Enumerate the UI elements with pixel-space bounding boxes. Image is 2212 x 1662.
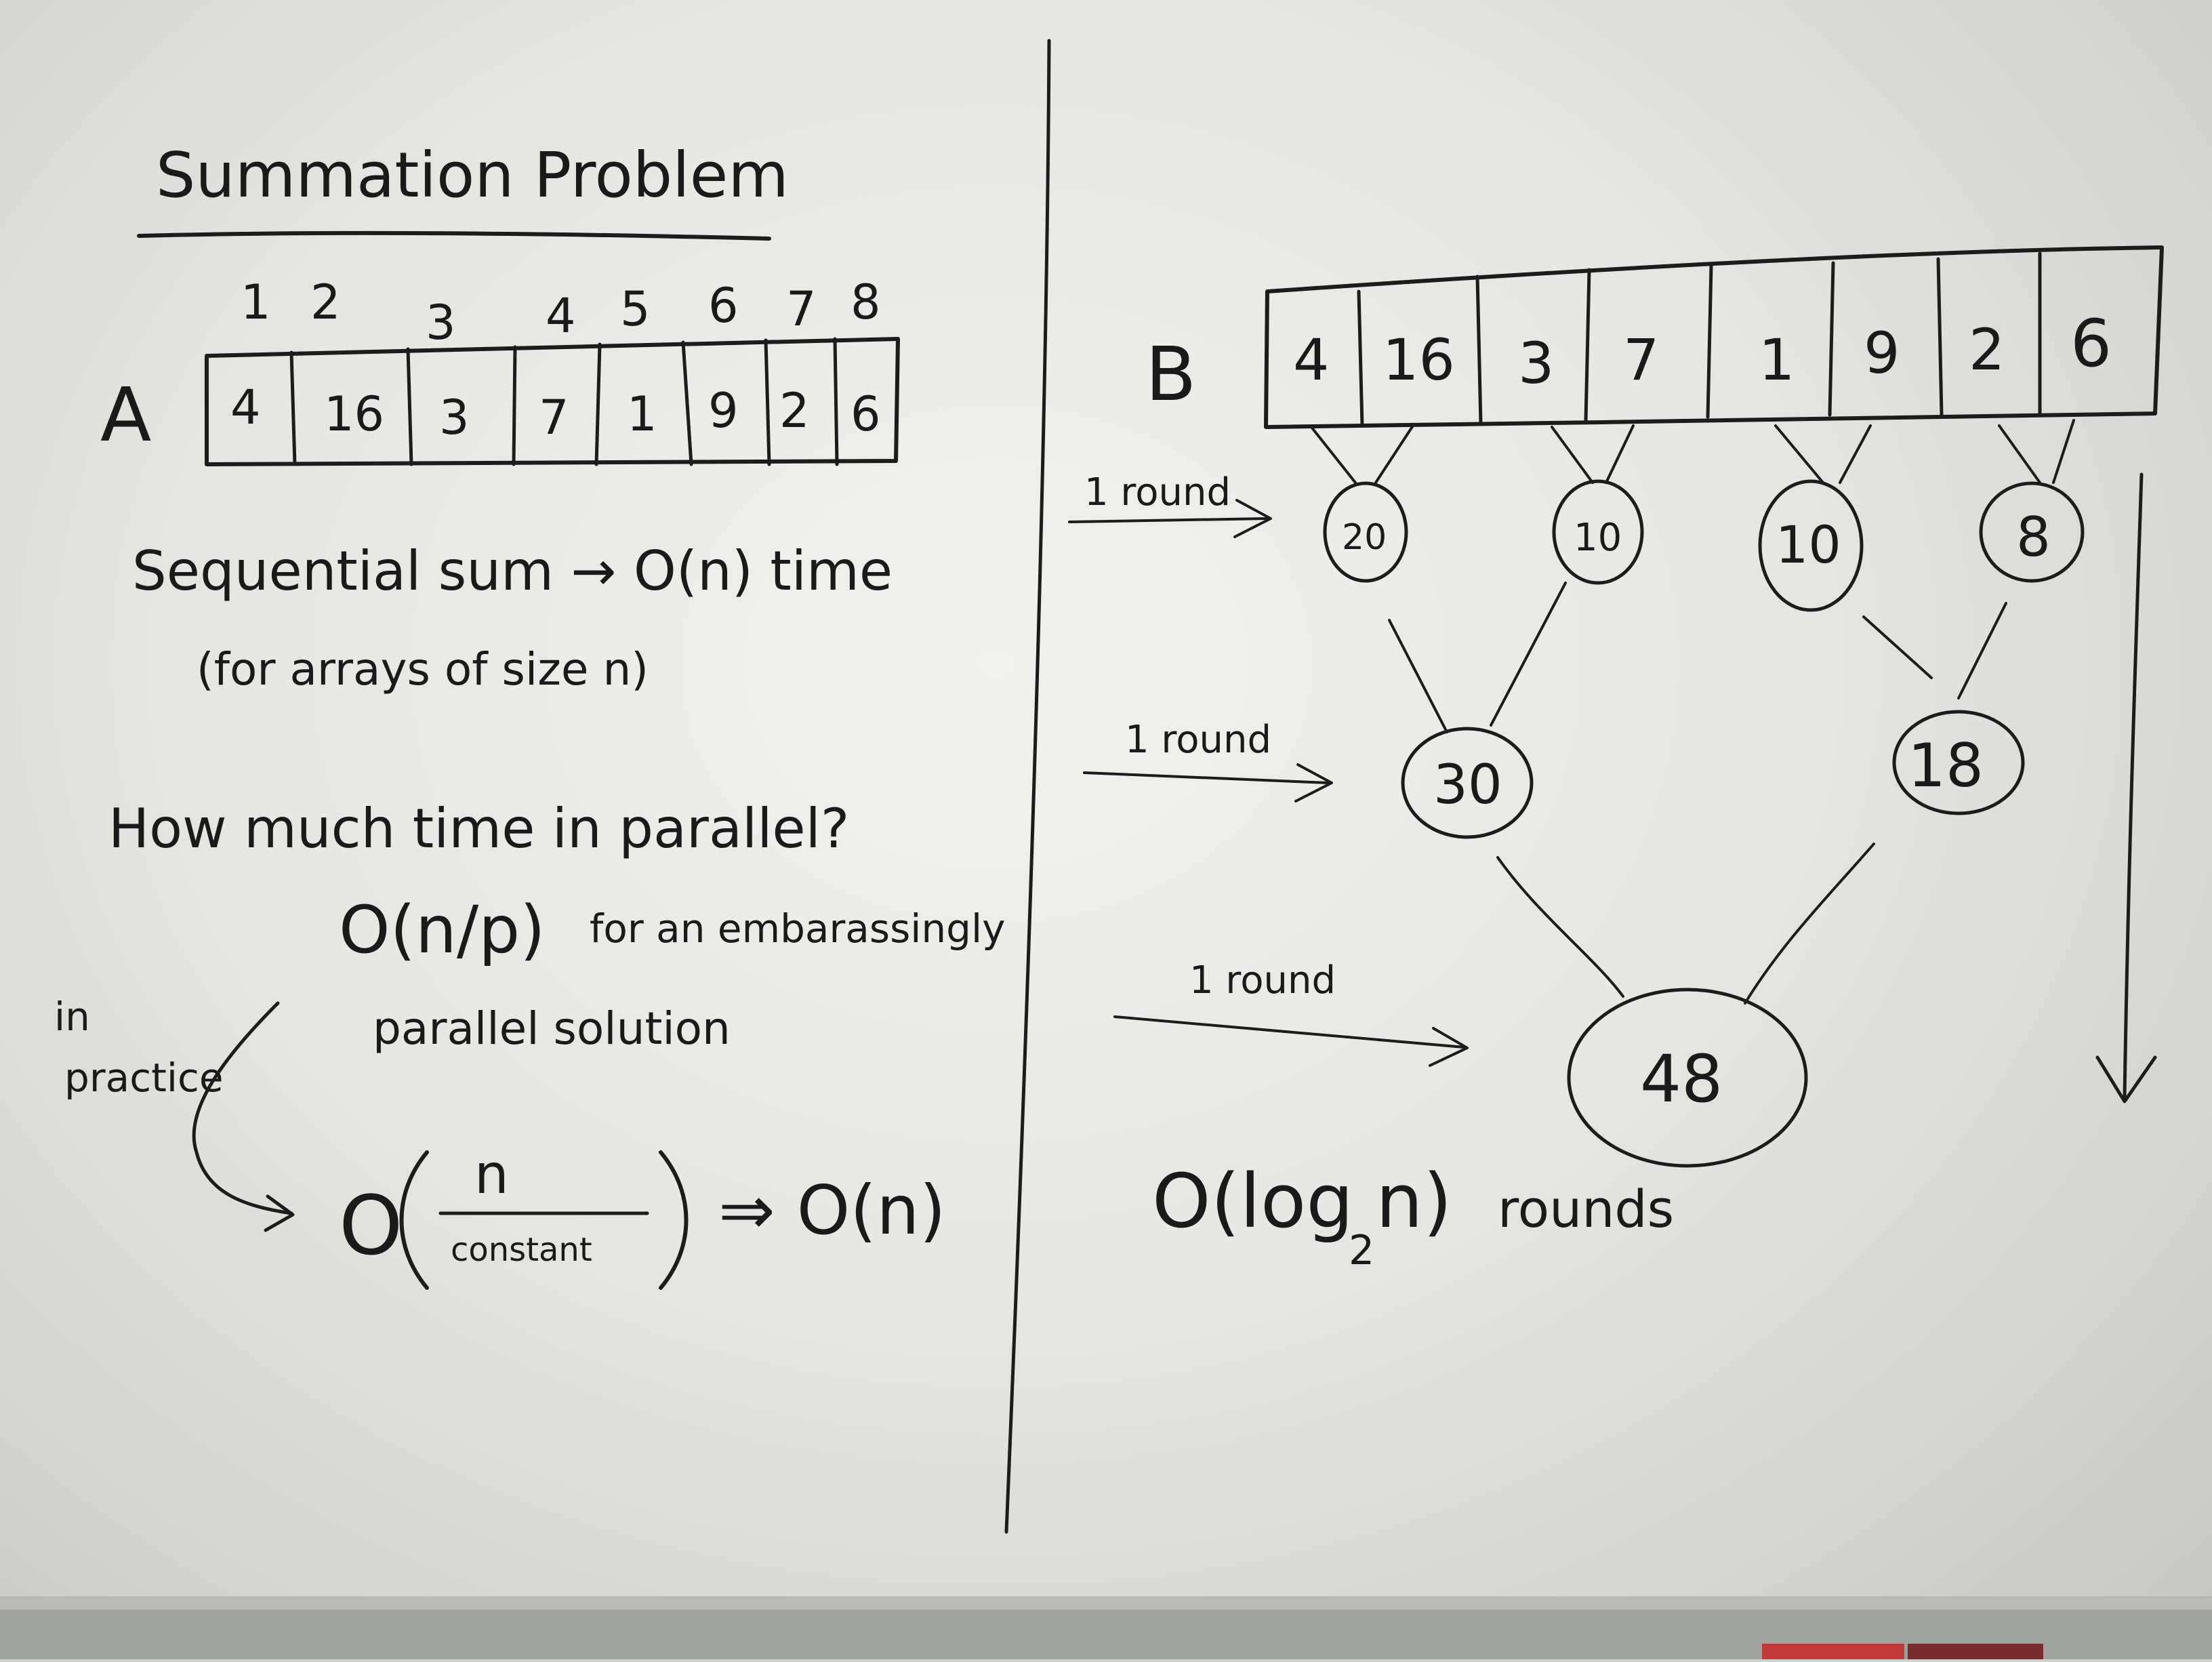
complexity-expression: O(log 2 n) rounds	[1152, 1158, 1674, 1274]
round-1-nodes: 20 10 10 8	[1323, 479, 2085, 612]
practice-arrow	[192, 1001, 295, 1232]
sum-node-value: 30	[1433, 753, 1502, 816]
array-a-dividers	[289, 337, 839, 466]
array-b-cell: 9	[1864, 320, 1900, 386]
round-arrow	[1068, 499, 1272, 538]
sum-node-value: 18	[1908, 731, 1984, 800]
array-b-name: B	[1145, 331, 1196, 418]
index-label: 4	[546, 288, 576, 344]
marker-dark-red	[1908, 1644, 2043, 1659]
index-label: 3	[426, 295, 456, 350]
side-note-in: in	[54, 994, 90, 1040]
round-2-connectors	[1388, 582, 2007, 733]
array-a-cell: 16	[324, 386, 384, 442]
round-arrow	[1083, 763, 1333, 803]
practice-denominator: constant	[451, 1231, 592, 1269]
array-a-cell: 6	[851, 386, 881, 442]
parallel-question: How much time in parallel?	[108, 797, 849, 860]
complexity-subscript: 2	[1349, 1227, 1374, 1274]
sum-node-root	[1567, 988, 1808, 1168]
complexity-suffix: rounds	[1498, 1179, 1674, 1239]
sum-node-value: 48	[1640, 1041, 1723, 1117]
round-label: 1 round	[1125, 718, 1271, 762]
array-a-cell: 7	[539, 390, 569, 445]
array-b: 4 16 3 7 1 9 2 6	[1264, 245, 2164, 429]
index-label: 2	[310, 275, 341, 330]
sum-node-value: 8	[2016, 506, 2051, 569]
array-b-cell: 3	[1518, 330, 1554, 397]
array-a-cell: 4	[230, 380, 261, 435]
sum-node	[1552, 479, 1644, 585]
complexity-o-log: O(log	[1152, 1158, 1353, 1244]
practice-paren-open	[399, 1150, 429, 1290]
array-b-cell: 2	[1969, 317, 2005, 383]
sum-node	[1979, 481, 2085, 583]
array-a-name: A	[100, 371, 151, 458]
array-a-cell: 2	[779, 383, 810, 439]
index-labels: 1 2 3 4 5 6 7 8	[241, 275, 881, 350]
index-label: 8	[851, 275, 881, 330]
sum-node	[1323, 481, 1408, 583]
array-b-cell: 1	[1759, 327, 1795, 393]
practice-result: ⇒ O(n)	[718, 1171, 946, 1250]
time-arrow	[2095, 472, 2157, 1103]
sum-node-value: 20	[1342, 517, 1387, 558]
complexity-n: n)	[1376, 1158, 1452, 1244]
array-a: 4 16 3 7 1 9 2 6	[205, 337, 900, 466]
array-a-outline	[205, 337, 900, 466]
index-label: 7	[786, 281, 817, 337]
sequential-line-2: (for arrays of size n)	[197, 643, 649, 695]
array-b-outline	[1264, 245, 2164, 429]
parallel-line-1: for an embarassingly	[590, 906, 1005, 952]
index-label: 6	[708, 278, 739, 333]
title: Summation Problem	[156, 139, 789, 211]
round-markers: 1 round 1 round 1 round	[1068, 470, 1469, 1067]
index-label: 1	[241, 275, 271, 330]
sum-node	[1401, 727, 1534, 839]
parallel-line-2: parallel solution	[373, 1002, 731, 1055]
board-divider-line	[1004, 39, 1051, 1534]
round-arrow	[1113, 1015, 1469, 1067]
round-3-connectors	[1496, 843, 1875, 1005]
sum-node	[1758, 479, 1864, 612]
practice-numerator: n	[474, 1143, 509, 1206]
round-1-connectors	[1310, 419, 2075, 484]
round-3-nodes: 48	[1567, 988, 1808, 1168]
board-frame-edge	[0, 1596, 2212, 1610]
array-b-cell: 7	[1623, 327, 1659, 393]
round-label: 1 round	[1189, 958, 1336, 1002]
sum-node	[1892, 710, 2025, 815]
sequential-line-1: Sequential sum → O(n) time	[132, 540, 893, 603]
array-a-cell: 1	[627, 386, 657, 442]
array-b-cell: 6	[2070, 306, 2112, 382]
parallel-expr: O(n/p)	[339, 892, 546, 968]
sum-node-value: 10	[1776, 514, 1841, 575]
round-2-nodes: 30 18	[1401, 710, 2025, 839]
title-underline	[137, 230, 771, 241]
index-label: 5	[620, 281, 651, 337]
sum-node-value: 10	[1574, 516, 1622, 560]
array-a-cell: 9	[708, 383, 739, 439]
array-b-dividers	[1357, 251, 2042, 428]
practice-paren-close	[659, 1150, 689, 1290]
round-label: 1 round	[1084, 470, 1231, 514]
marker-red	[1762, 1644, 1904, 1659]
practice-expr-o: O	[339, 1179, 403, 1274]
array-b-cell: 16	[1382, 327, 1455, 393]
array-a-cell: 3	[439, 390, 470, 445]
practice-expression: O n constant ⇒ O(n)	[339, 1143, 946, 1290]
array-b-cell: 4	[1293, 327, 1329, 393]
side-note-practice: practice	[64, 1055, 224, 1101]
